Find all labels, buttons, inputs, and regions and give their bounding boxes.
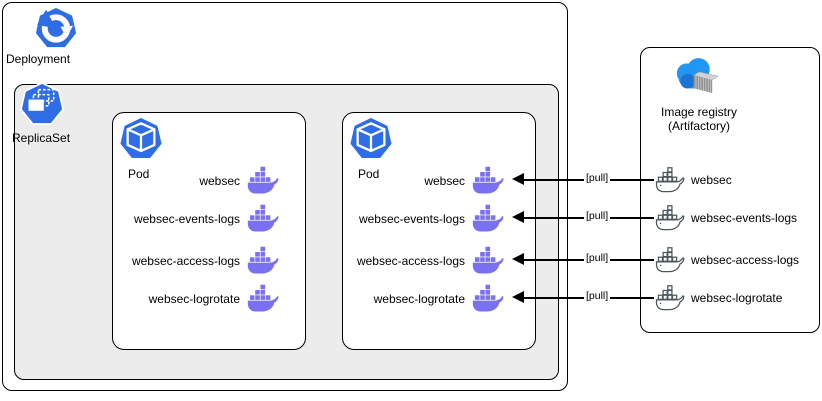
container-label: websec xyxy=(199,174,240,188)
pull-arrow: [pull] xyxy=(512,250,654,270)
container-row: websec-events-logs xyxy=(359,204,507,234)
image-label: websec-events-logs xyxy=(691,211,798,225)
container-label: websec xyxy=(424,174,465,188)
arrowhead-icon xyxy=(512,211,524,223)
pull-label: [pull] xyxy=(584,290,611,302)
container-row: websec xyxy=(199,166,282,196)
pod-label-1: Pod xyxy=(128,167,150,181)
docker-image-icon xyxy=(654,284,687,312)
docker-whale-icon xyxy=(470,204,507,234)
docker-whale-icon xyxy=(245,204,282,234)
container-label: websec-access-logs xyxy=(131,254,240,268)
kubernetes-pod-icon xyxy=(118,115,164,162)
pull-label: [pull] xyxy=(584,252,611,264)
docker-whale-icon xyxy=(470,246,507,276)
deployment-label: Deployment xyxy=(6,52,71,66)
docker-whale-icon xyxy=(245,246,282,276)
image-label: websec-access-logs xyxy=(691,253,800,267)
pull-arrow: [pull] xyxy=(512,288,654,308)
container-label: websec-access-logs xyxy=(356,254,465,268)
docker-whale-icon xyxy=(245,166,282,196)
image-row: websec-events-logs xyxy=(654,204,798,232)
container-label: websec-logrotate xyxy=(148,292,240,306)
image-row: websec-logrotate xyxy=(654,284,783,312)
arrowhead-icon xyxy=(512,253,524,265)
registry-title-line2: (Artifactory) xyxy=(667,119,730,134)
image-row: websec-access-logs xyxy=(654,246,800,274)
docker-image-icon xyxy=(654,166,687,194)
container-label: websec-events-logs xyxy=(358,212,465,226)
container-row: websec-logrotate xyxy=(374,284,507,314)
container-row: websec-logrotate xyxy=(149,284,282,314)
docker-image-icon xyxy=(654,204,687,232)
docker-whale-icon xyxy=(245,284,282,314)
pod-label-2: Pod xyxy=(358,167,380,181)
image-row: websec xyxy=(654,166,732,194)
registry-title: Image registry (Artifactory) xyxy=(640,105,758,134)
arrowhead-icon xyxy=(512,291,524,303)
docker-whale-icon xyxy=(470,284,507,314)
container-row: websec-access-logs xyxy=(132,246,282,276)
image-label: websec xyxy=(691,173,732,187)
arrowhead-icon xyxy=(512,173,524,185)
pull-arrow: [pull] xyxy=(512,208,654,228)
container-row: websec-events-logs xyxy=(134,204,282,234)
pull-label: [pull] xyxy=(584,210,611,222)
kubernetes-replicaset-icon xyxy=(18,82,66,127)
container-label: websec-events-logs xyxy=(133,212,240,226)
cloud-registry-icon xyxy=(668,54,722,102)
kubernetes-deployment-icon xyxy=(32,6,80,51)
registry-title-line1: Image registry xyxy=(660,105,738,119)
docker-whale-icon xyxy=(470,166,507,196)
kubernetes-pod-icon xyxy=(348,115,394,162)
pull-arrow: [pull] xyxy=(512,170,654,190)
image-label: websec-logrotate xyxy=(691,291,783,305)
pull-label: [pull] xyxy=(584,172,611,184)
container-row: websec-access-logs xyxy=(357,246,507,276)
container-label: websec-logrotate xyxy=(373,292,465,306)
container-row: websec xyxy=(424,166,507,196)
replicaset-label: ReplicaSet xyxy=(12,131,71,145)
docker-image-icon xyxy=(654,246,687,274)
